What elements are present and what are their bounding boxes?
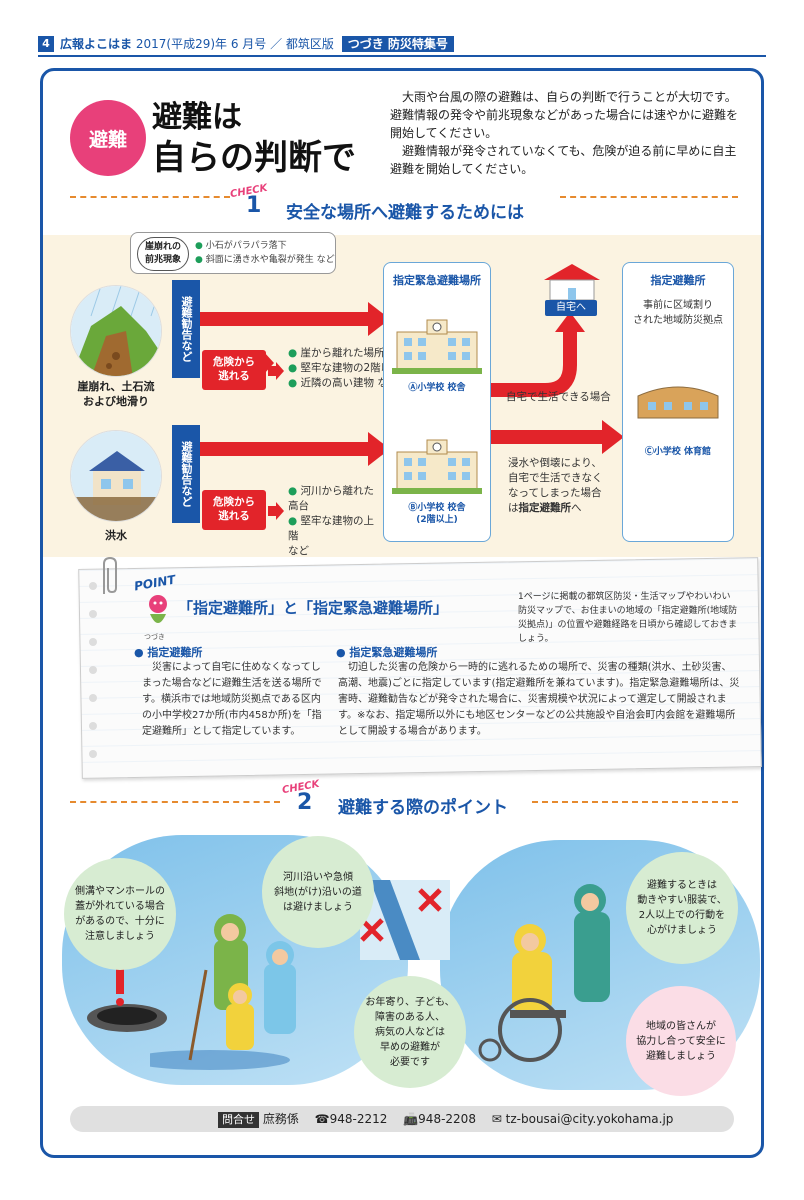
escape-list-2: ● 河川から離れた高台 ● 堅牢な建物の上階 など [288,484,384,559]
manhole-illustration [87,968,167,1032]
contact-label: 問合せ [218,1112,259,1128]
check1-title: 安全な場所へ避難するためには [286,203,524,223]
gym-label: Ⓒ小学校 体育館 [644,447,712,457]
home-icon [544,264,600,301]
issue-tag: つづき 防災特集号 [341,36,454,52]
tip-elderly: お年寄り、子ども、 障害のある人、 病気の人などは 早めの避難が 必要です [354,976,466,1088]
intro-text: 大雨や台風の際の避難は、自らの判断で行うことが大切です。避難情報の発令や前兆現象… [390,88,740,178]
school-a-label: Ⓐ小学校 校舎 [408,383,466,393]
tip-clothes: 避難するときは 動きやすい服装で、 2人以上での行動を 心がけましょう [626,852,738,964]
contact-dept: 庶務係 [262,1112,299,1126]
flood-label: 洪水 [105,529,127,542]
intro-para-1: 大雨や台風の際の避難は、自らの判断で行うことが大切です。避難情報の発令や前兆現象… [390,90,739,140]
intro-para-2: 避難情報が発令されていなくても、危険が迫る前に早めに自主避難を開始してください。 [390,144,737,176]
binder-holes [89,582,97,758]
check1-rule-right [560,196,738,198]
check1-number: 1 [246,193,262,218]
emergency-site-head: 指定緊急避難場所 [393,274,481,287]
header-bar: 広報よこはま 2017(平成29)年 6 月号 ／ 都筑区版 つづき 防災特集号 [60,36,454,52]
emergency-body: 切迫した災害の危険から一時的に逃れるための場所で、災害の種類(洪水、土砂災害、高… [338,662,740,737]
contact-fax: 📠948-2208 [403,1112,476,1126]
wheelchair-assist-illustration [478,884,610,1062]
advisory-bar-1: 避難勧告など [172,280,200,378]
escape-box-2: 危険から 逃れる [202,490,266,530]
precursor-label: 崖崩れの 前兆現象 [137,237,189,271]
escape-item: ● 崖から離れた場所 [288,347,385,359]
school-b-icon [392,439,482,494]
escape-arrow-1 [268,362,284,380]
escape-item: ● 堅牢な建物の2階以上 [288,362,402,374]
escape-item: ● 堅牢な建物の上階 など [288,515,374,557]
check2-title: 避難する際のポイント [338,798,508,818]
mascot-icon [149,595,167,623]
advisory-bar-2: 避難勧告など [172,425,200,523]
emergency-subhead: ● 指定緊急避難場所 [336,646,438,659]
escape-list-1: ● 崖から離れた場所 ● 堅牢な建物の2階以上 ● 近隣の高い建物 など [288,346,402,391]
check2-rule-right [532,801,738,803]
point-side-note: 1ページに掲載の都筑区防災・生活マップやわいわい防災マップで、お住まいの地域の「… [518,592,738,644]
landslide-label: 崖崩れ、土石流 および地滑り [77,380,155,408]
header-rule [38,55,766,57]
precursor-item: ● 小石がパラパラ落下 [195,241,287,251]
publication-name: 広報よこはま [60,37,133,51]
tip-manhole: 側溝やマンホールの 蓋が外れている場合 があるので、十分に 注意しましょう [64,858,176,970]
page-title-line2: 自らの判断で [152,138,356,178]
contact-tel[interactable]: ☎948-2212 [314,1112,388,1126]
issue-info: 2017(平成29)年 6 月号 ／ 都筑区版 [135,37,334,51]
mascot-name: つづき [144,633,165,641]
check2-rule-left [70,801,280,803]
shelter-head: 指定避難所 [650,274,706,287]
escape-item: ● 近隣の高い建物 など [288,377,399,389]
gym-icon [637,386,719,419]
escape-item: ● 河川から離れた高台 [288,485,374,512]
family-evacuating-illustration [150,914,296,1070]
precursor-bubble: 崖崩れの 前兆現象 ● 小石がパラパラ落下 ● 斜面に湧き水や亀裂が発生 など [130,232,336,274]
page-frame [40,68,764,1158]
page-title-line1: 避難は [152,100,242,135]
landslide-illustration [70,285,162,377]
precursor-item: ● 斜面に湧き水や亀裂が発生 など [195,255,335,265]
tip-community: 地域の皆さんが 協力し合って安全に 避難しましょう [626,986,736,1096]
point-title: 「指定避難所」と「指定緊急避難場所」 [178,599,449,617]
shelter-body: 災害によって自宅に住めなくなってしまった場合などに避難生活を送る場所です。横浜市… [142,662,322,737]
shelter-desc: 事前に区域割り された地域防災拠点 [633,300,723,326]
home-ok-note: 自宅で生活できる場合 [506,391,611,403]
title-badge: 避難 [70,100,146,176]
check2-number: 2 [297,790,313,815]
home-ng-note: 浸水や倒壊により、 自宅で生活できなく なってしまった場合 は指定避難所へ [508,457,603,514]
river-slope-illustration [360,880,450,960]
check1-rule-left [70,196,230,198]
contact-email[interactable]: ✉ tz-bousai@city.yokohama.jp [491,1112,674,1126]
contact-bar: 問合せ 庶務係 ☎948-2212 📠948-2208 ✉ tz-bousai@… [70,1106,734,1132]
flood-illustration [70,430,162,522]
flow-arrows [200,302,624,466]
escape-arrow-2 [268,502,284,520]
school-b-label: Ⓑ小学校 校舎 (2階以上) [408,503,466,525]
precursor-list: ● 小石がパラパラ落下 ● 斜面に湧き水や亀裂が発生 など [195,239,335,267]
emergency-site-box [383,262,491,542]
paper-clip-icon [103,556,117,594]
tip-river: 河川沿いや急傾 斜地(がけ)沿いの道 は避けましょう [262,836,374,948]
school-a-icon [392,319,482,374]
page-number: 4 [38,36,54,52]
shelter-subhead: ● 指定避難所 [134,646,203,659]
home-label: 自宅へ [545,300,597,316]
escape-box-1: 危険から 逃れる [202,350,266,390]
